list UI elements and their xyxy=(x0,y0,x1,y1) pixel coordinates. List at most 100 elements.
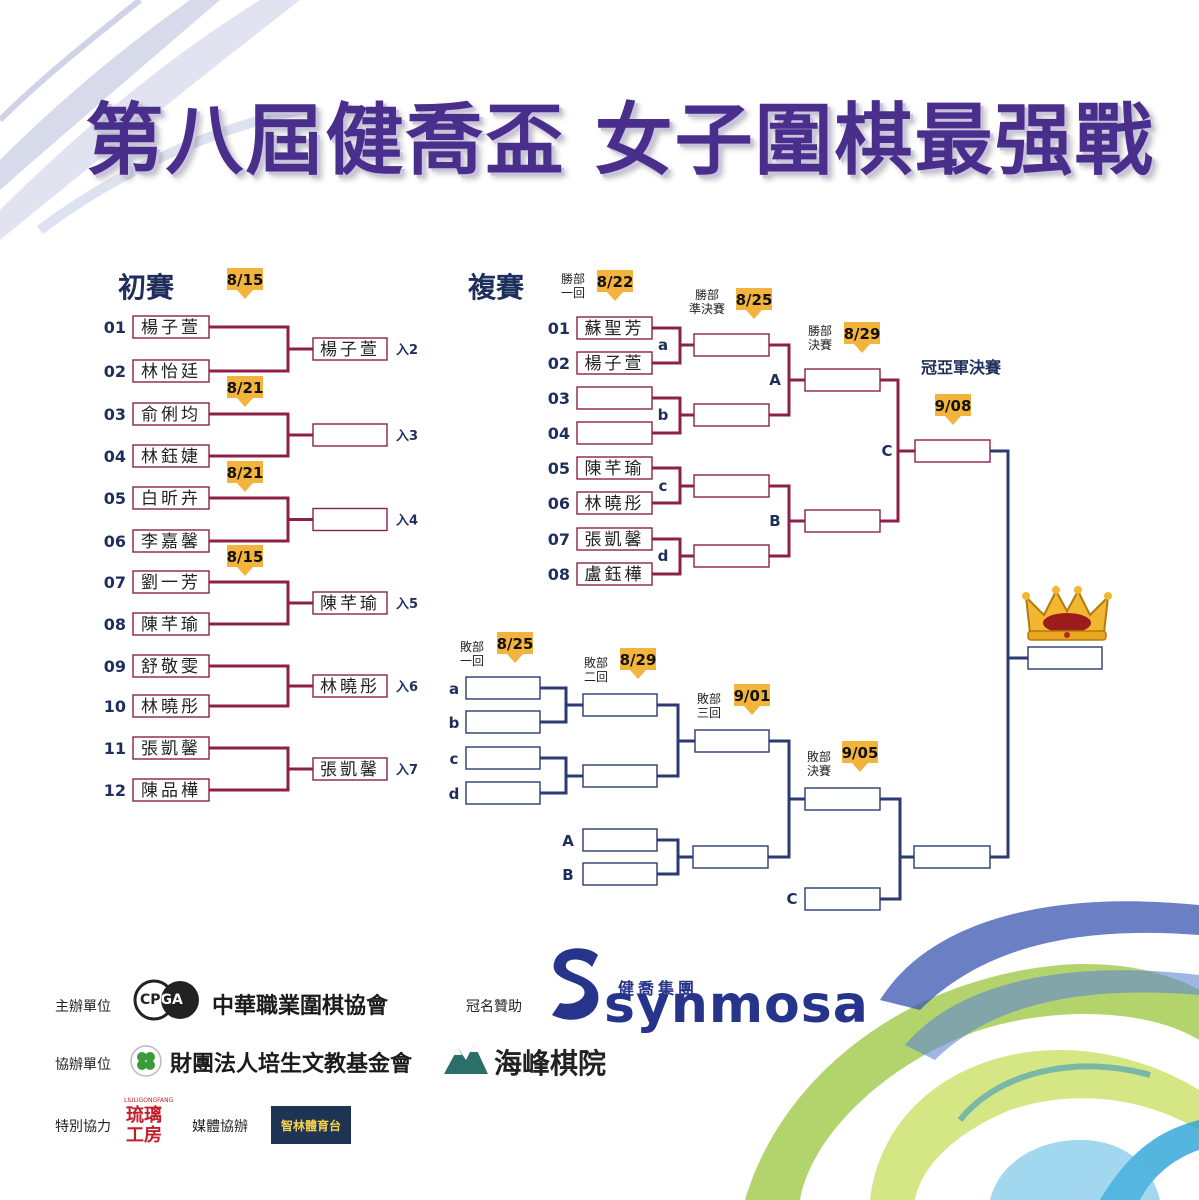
losers-slot-letter: C xyxy=(786,890,797,908)
match-letter: d xyxy=(658,547,669,565)
date-tag-prelim xyxy=(227,268,263,299)
losers-slot-letter: a xyxy=(449,680,459,698)
prelim-player-box-text: 俞俐均 xyxy=(141,405,201,425)
prelim-player-box-text: 林怡廷 xyxy=(141,362,201,382)
main-seed: 08 xyxy=(548,565,570,584)
main-section-title: 複賽 xyxy=(468,271,525,304)
prelim-match-line xyxy=(209,580,313,626)
prelim-match-line xyxy=(209,664,313,708)
prelim-player-box-text: 白昕卉 xyxy=(141,489,201,509)
sponsor-name: synmosa xyxy=(604,975,869,1035)
prelim-winner-box xyxy=(312,674,388,698)
clover-icon xyxy=(130,1045,162,1077)
losers-r1-box xyxy=(465,676,541,700)
losers-r2-line xyxy=(657,703,695,778)
losers-r2-label: 敗部二回 xyxy=(583,656,608,684)
losers-slot-letter: b xyxy=(449,714,460,732)
winners-semi-label: 勝部準決賽 xyxy=(688,288,725,316)
media-label: 媒體協辦 xyxy=(192,1119,248,1135)
main-r1-line xyxy=(652,466,694,505)
main-r1-line xyxy=(652,396,694,435)
main-semi-winner-box xyxy=(804,509,881,533)
main-seed: 04 xyxy=(548,424,570,443)
prelim-winner-box-text: 楊子萱 xyxy=(320,340,380,360)
prelim-seed: 07 xyxy=(104,573,126,592)
prelim-player-box-text: 陳品樺 xyxy=(141,781,201,801)
prelim-match-line xyxy=(209,496,313,543)
date-tag-lr3-text: 9/01 xyxy=(734,687,771,705)
prelim-slot-label: 入3 xyxy=(396,429,418,444)
date-tag-lfinal-text: 9/05 xyxy=(842,744,879,762)
main-player-box-text: 盧鈺樺 xyxy=(585,565,645,585)
prelim-winner-box-text: 陳芊瑜 xyxy=(320,594,380,614)
losers-c-box xyxy=(804,887,881,911)
date-tag-wfinal-text: 8/29 xyxy=(844,325,881,343)
main-r1-line xyxy=(652,326,694,365)
prelim-match-line xyxy=(209,325,313,373)
prelim-winner-box xyxy=(312,507,388,532)
main-seed: 02 xyxy=(548,354,570,373)
prelim-seed: 06 xyxy=(104,532,126,551)
losers-r2-box xyxy=(582,764,658,788)
champion-box xyxy=(1027,646,1103,670)
losers-semi-box xyxy=(804,787,881,811)
special-label: 特別協力 xyxy=(55,1119,111,1135)
date-tag-grand-text: 9/08 xyxy=(935,397,972,415)
date-tag-lr2 xyxy=(620,648,656,679)
crown-icon xyxy=(1022,586,1112,641)
losers-r1-box xyxy=(465,710,541,734)
prelim-seed: 10 xyxy=(104,697,126,716)
prelim-player-box-text: 林曉彤 xyxy=(141,697,201,717)
losers-semi-line xyxy=(768,739,805,859)
prelim-seed: 03 xyxy=(104,405,126,424)
date-tag-wsemi-text: 8/25 xyxy=(736,291,773,309)
date-tag-grand xyxy=(935,394,971,425)
semi-letter: B xyxy=(769,512,780,530)
main-seed: 01 xyxy=(548,319,570,338)
match-letter: c xyxy=(659,477,668,495)
prelim-player-box-text: 林鈺婕 xyxy=(141,447,201,467)
co-name-2: 海峰棋院 xyxy=(494,1047,607,1080)
sponsor-label: 冠名贊助 xyxy=(466,999,522,1015)
date-tag-wr1-text: 8/22 xyxy=(597,273,634,291)
prelim-winner-box xyxy=(312,423,388,447)
prelim-seed: 05 xyxy=(104,489,126,508)
match-letter: b xyxy=(658,406,669,424)
main-semi-line xyxy=(769,484,805,558)
prelim-seed: 08 xyxy=(104,615,126,634)
page-title: 第八屆健喬盃 女子圍棋最强戰 xyxy=(85,95,1155,186)
prelim-player-box-text: 楊子萱 xyxy=(141,318,201,338)
prelim-winner-box-text: 林曉彤 xyxy=(320,677,380,697)
main-seed: 07 xyxy=(548,530,570,549)
losers-r1-label: 敗部一回 xyxy=(459,640,484,668)
main-r1-winner-box xyxy=(693,333,770,357)
losers-r3-label: 敗部三回 xyxy=(696,692,721,720)
special-name: 琉璃工房 xyxy=(126,1105,162,1146)
losers-drop-box xyxy=(582,828,658,852)
losers-drop-winner-box xyxy=(692,845,769,869)
grand-final-line xyxy=(990,449,1028,859)
losers-slot-letter: A xyxy=(562,832,574,850)
main-r1-winner-box xyxy=(693,403,770,427)
date-tag-prelim-m3 xyxy=(227,461,263,492)
main-player-box-text: 楊子萱 xyxy=(585,354,645,374)
date-tag-lr3 xyxy=(734,684,770,715)
losers-slot-letter: B xyxy=(562,866,573,884)
prelim-section-title: 初賽 xyxy=(118,271,175,304)
losers-drop-box xyxy=(582,862,658,886)
final-letter: C xyxy=(881,442,892,460)
main-semi-winner-box xyxy=(804,368,881,392)
losers-r1-line xyxy=(540,686,583,724)
losers-slot-letter: c xyxy=(450,750,459,768)
date-tag-lr2-text: 8/29 xyxy=(620,651,657,669)
host-label: 主辦單位 xyxy=(55,999,111,1015)
s-logo-icon xyxy=(552,948,599,1020)
losers-r1-box xyxy=(465,746,541,770)
date-tag-prelim-m2-text: 8/21 xyxy=(227,379,264,397)
cpga-logo xyxy=(133,979,199,1021)
special-name-en: LIULIGONGFANG xyxy=(124,1097,174,1104)
losers-r1-line xyxy=(540,756,583,795)
date-tag-wsemi xyxy=(736,288,772,319)
winners-final-label: 勝部決賽 xyxy=(807,324,832,352)
